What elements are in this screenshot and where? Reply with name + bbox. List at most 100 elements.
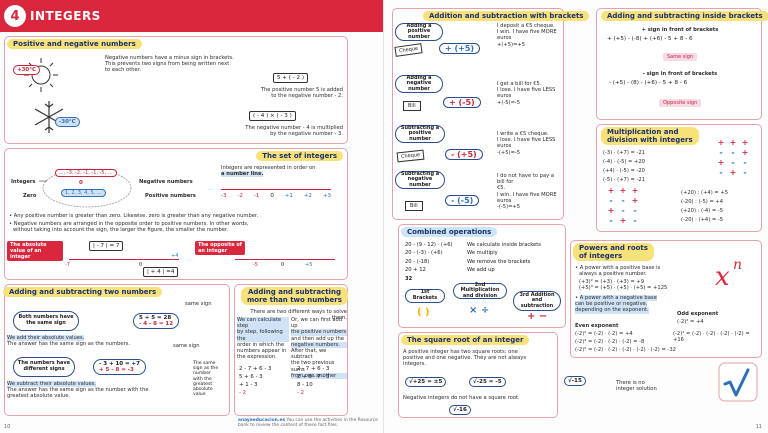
number-line-labels: -3 -2 -1 0 +1 +2 +3 [221,193,331,199]
abs-number-line [69,259,179,260]
power-example: (+3)² = (+3) · (+3) = +9 [579,279,645,285]
opposite-number-line [235,259,335,260]
abs-expression-1: | - 7 | = 7 [89,241,124,251]
different-sign-tag: same sign [173,343,200,349]
expression-negative: ( - 4 ) × ( - 3 ) [249,111,296,121]
story-add-positive: I deposit a €5 cheque. I win. I have fiv… [497,23,563,48]
bill-card: Bill [405,201,423,211]
combined-note: We calculate inside brackets [467,242,541,248]
way-line: negative numbers. [291,341,347,349]
story-line: euros [497,143,512,150]
side-line: with the [193,376,212,382]
positive-examples: (+3)² = (+3) · (+3) = +9 (+5)³ = (+5) · … [579,279,667,291]
page-number-right: 11 [755,424,762,430]
combined-steps: 20 - (9 - 12) · (+6)We calculate inside … [405,241,541,283]
square-root-icon [718,362,758,402]
side-line: value [193,392,206,398]
sign: + [619,216,627,225]
section-title: The square root of an integer [401,335,530,345]
tick-label: 0 [281,262,285,268]
story-sub-negative: I do not have to pay a bill for €5. I wi… [497,173,563,210]
square-root-text: A positive integer has two square roots:… [403,349,553,368]
sign: - [719,168,723,177]
side-line: absolute [193,387,213,393]
inside-brackets-section: Adding and subtracting inside brackets +… [596,8,768,120]
rule-line: We subtract their absolute values. [7,381,97,388]
desc-line: Integers are represented in order on [221,165,316,171]
steps-method-one: 2 - 7 + 6 - 3 5 + 6 - 3 + 1 - 3 - 2 [239,365,271,397]
sign: - [621,206,625,215]
powers-section: Powers and roots of integers x n • A pow… [570,240,762,358]
sign: + [729,168,737,177]
way-line: Or, we can first add up [291,317,343,330]
step-line: 2 + 6 - 7 - 3 [297,374,330,380]
bullet-text: without taking into account the sign, th… [13,227,229,234]
story-add-negative: I get a bill for €5. I lose. I have five… [497,81,563,106]
minus-front-expression: - (+5) - (8) - (+6) - 5 + 8 - 6 [609,80,688,86]
tick-label: +5 [305,262,313,268]
power-x-n-icon: x n [715,257,742,289]
tick-label: 0 [270,193,274,199]
side-line: number [193,371,211,377]
same-sign-rule: We add their absolute values. The answer… [7,335,167,347]
story-line: euros [497,197,512,204]
story-line: I win. I have five MORE [497,29,557,36]
step-brackets: 1st Brackets [405,289,445,303]
sign: + [729,138,737,147]
rule-line: A power with a positive base is [579,265,661,271]
combined-expr: 20 - (-18) [405,258,430,265]
story-line: I get a bill for €5. [497,81,542,87]
div-line: (-20) : (-5) = +4 [681,199,724,205]
way-line: the expression. [237,354,277,361]
rule-line: The answer has the same sign as the numb… [7,341,131,348]
adding-two-section: Adding and subtracting two numbers Both … [3,284,230,416]
tick-label: -1 [253,193,260,199]
footer-site-link[interactable]: anayaeducacion.es [238,418,286,423]
tick-label: -7 [65,262,70,268]
text-line: integers. [403,361,426,368]
combined-line: 20 - (-3) · (+6)We multiply [405,249,541,257]
abs-expression-2: | + 4 | =4 [143,267,179,277]
unit-title: INTEGERS [30,9,101,23]
bullet-positive: • Any positive number is greater than ze… [9,213,259,219]
multiplication-examples: (-3) · (+7) = -21 (-4) · (-5) = +20 (+4)… [603,149,645,185]
note-line: The negative number - 4 is multiplied [245,125,343,131]
story-line: +(-5)=-5 [497,99,521,106]
cheque-card: Cheque [396,149,425,163]
mult-line: (+4) · (-5) = -20 [603,168,645,174]
minus-front-heading: - sign in front of brackets [642,71,718,77]
absolute-value-label: The absolute value of an integer [7,241,63,261]
mult-line: (-4) · (-5) = +20 [603,159,645,165]
sign: - [731,158,735,167]
power-example: (-2)² = (-2) · (-2) = +4 [575,331,633,337]
set-of-integers-section: The set of integers Integers Zero ..., -… [4,148,348,280]
sign: - [621,196,625,205]
way-line: After that, we subtract [291,348,327,361]
adding-positive-label: Adding a positive number [395,23,443,41]
negative-base-rule: • A power with a negative base can be po… [575,295,657,314]
title-line: of integers [579,252,623,260]
power-example: (+5)³ = (+5) · (+5) · (+5) = +125 [579,285,668,292]
note-positive: The positive number 5 is added to the ne… [203,87,343,99]
rule-line: A power with a negative base [579,295,657,301]
sign: + [607,186,615,195]
section-title: Addition and subtraction with brackets [423,11,590,21]
rule-line: depending on the exponent. [575,307,649,314]
combined-line: 20 - (9 - 12) · (+6)We calculate inside … [405,241,541,249]
text-line: positive and one negative. They are not … [403,355,527,362]
intro-line: This prevents two signs from being writt… [105,61,230,68]
same-sign-tag: same sign [185,301,212,307]
expr-add-negative: + (-5) [443,97,481,108]
rule-line: We add their absolute values. [7,335,85,342]
story-line: I lose. I have five LESS [497,137,556,144]
way-line: numbers appear in [237,348,287,355]
tick-label: -3 [221,193,227,199]
positive-base-rule: • A power with a positive base is always… [575,265,705,277]
plus-front-heading: + sign in front of brackets [641,27,719,33]
adding-more-section: Adding and subtracting more than two num… [234,284,348,416]
story-line: -(+5)=-5 [497,149,521,156]
step-line: 8 - 10 [297,382,313,388]
combined-expr: 32 [405,275,413,282]
sign: + [717,138,725,147]
